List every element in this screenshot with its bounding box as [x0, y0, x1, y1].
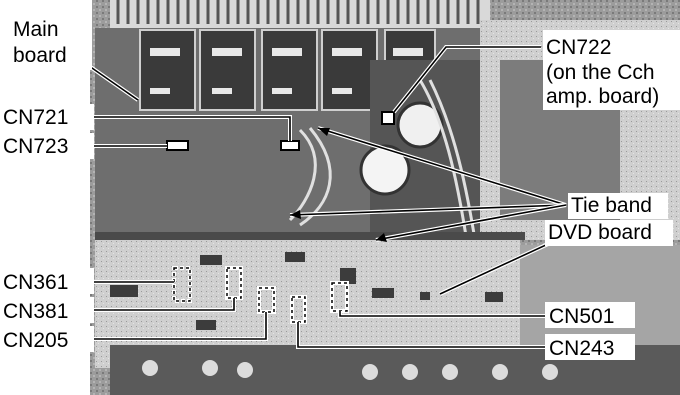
label-main-board-1: Main: [13, 18, 59, 41]
cn205-marker-outline: [258, 287, 275, 313]
connector-markers: [166, 111, 395, 324]
label-cn723: CN723: [3, 135, 68, 158]
leader-tie-band-1-core: [317, 127, 567, 206]
label-cn501: CN501: [549, 305, 614, 328]
leader-lines: [10, 45, 668, 349]
label-cn243: CN243: [549, 337, 614, 360]
leader-cn722-core: [393, 46, 541, 113]
label-cn722: CN722: [546, 36, 611, 59]
arrowhead: [290, 210, 301, 219]
label-cn722-note-1: (on the Cch: [546, 61, 655, 84]
leader-cn381-core: [94, 298, 235, 311]
label-cn721: CN721: [3, 106, 68, 129]
label-dvd-board: DVD board: [548, 221, 652, 244]
label-cn361: CN361: [3, 271, 68, 294]
leader-cn205-core: [94, 312, 267, 340]
leader-cn501-core: [339, 311, 545, 317]
cn723-marker: [166, 140, 189, 151]
labels: Main board CN722 (on the Cch amp. board)…: [3, 18, 659, 360]
arrowhead: [318, 128, 330, 136]
arrowhead: [376, 233, 387, 242]
amp-module-highlights: [150, 48, 423, 94]
label-main-board-2: board: [13, 44, 67, 67]
leader-cn243-core: [297, 322, 545, 348]
leader-tie-band-2-core: [289, 204, 567, 216]
label-backdrops: [545, 302, 635, 360]
leader-tie-band-3-core: [375, 204, 567, 241]
cn722-marker: [381, 111, 395, 125]
dvd-board-edge: [95, 232, 525, 240]
label-tie-band: Tie band: [571, 194, 652, 217]
tie-band-arrowheads: [290, 128, 387, 242]
label-cn205: CN205: [3, 329, 68, 352]
cn361-marker-outline: [173, 267, 191, 302]
dvd-board-chips: [110, 252, 503, 330]
label-cn722-note-2: amp. board): [546, 85, 659, 108]
label-cn381: CN381: [3, 300, 68, 323]
jack-terminals: [142, 360, 558, 380]
heatsink-fins: [116, 0, 480, 24]
cn721-marker: [280, 140, 300, 151]
capacitor: [359, 144, 411, 196]
leader-cn721-core: [94, 116, 291, 141]
